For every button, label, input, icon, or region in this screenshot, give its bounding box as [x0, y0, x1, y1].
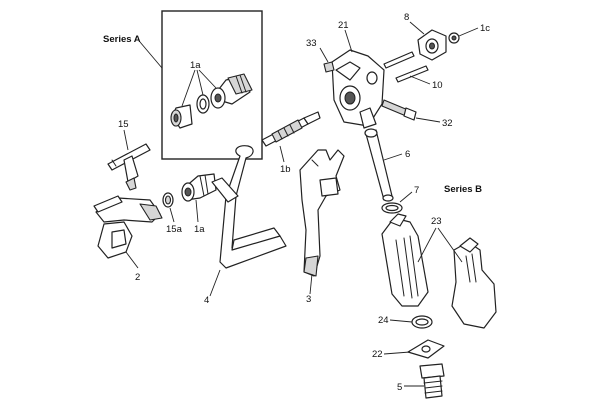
label-15: 15 — [118, 119, 129, 130]
label-6: 6 — [405, 149, 410, 160]
part-5-fitting — [404, 363, 445, 399]
part-23-handle-right — [451, 237, 497, 329]
part-15a-seal — [162, 192, 175, 223]
part-2-guard — [93, 195, 163, 269]
label-24: 24 — [378, 315, 389, 326]
part-33-screw — [319, 47, 335, 73]
label-1a: 1a — [194, 224, 205, 235]
part-22-gasket — [383, 339, 445, 359]
label-7: 7 — [414, 185, 419, 196]
part-10-pins — [383, 51, 431, 85]
inset-part-1a-oring — [196, 94, 210, 114]
part-1a-valve — [181, 173, 217, 223]
label-2: 2 — [135, 272, 140, 283]
part-1b-needle — [261, 111, 321, 163]
part-1c-nut — [448, 27, 479, 44]
label-1c: 1c — [480, 23, 490, 34]
label-1b: 1b — [280, 164, 291, 175]
label-32: 32 — [442, 118, 453, 129]
leader-23-left — [417, 227, 437, 263]
series-a-inset — [139, 10, 263, 160]
label-15a: 15a — [166, 224, 183, 235]
label-33: 33 — [306, 38, 317, 49]
series-a-leader — [139, 41, 163, 69]
leader-1a-top-left — [181, 69, 196, 107]
series-a-box — [161, 10, 263, 160]
label-8: 8 — [404, 12, 409, 23]
part-8-cap — [409, 21, 447, 61]
part-21-head — [331, 29, 385, 129]
series-b-label: Series B — [444, 184, 482, 195]
part-6-tube — [364, 128, 403, 202]
label-21: 21 — [338, 20, 349, 31]
part-32-screw — [381, 99, 441, 123]
leader-1a-top-mid — [196, 69, 204, 96]
part-3-trigger — [299, 149, 345, 295]
label-23: 23 — [431, 216, 442, 227]
inset-part-1a-seat — [210, 73, 253, 109]
part-23-handle-left — [381, 213, 429, 307]
part-24-oring — [389, 315, 433, 329]
label-1a-top: 1a — [190, 60, 201, 71]
leader-23-right — [437, 227, 463, 263]
leader-1a-top-right — [198, 69, 217, 89]
part-4-guard — [209, 145, 287, 297]
label-10: 10 — [432, 80, 443, 91]
part-15-tip — [107, 129, 151, 191]
inset-part-1a-valve — [170, 104, 193, 129]
series-a-label: Series A — [103, 34, 141, 45]
label-3: 3 — [306, 294, 311, 305]
label-22: 22 — [372, 349, 383, 360]
label-5: 5 — [397, 382, 402, 393]
part-7-oring — [381, 191, 413, 214]
label-4: 4 — [204, 295, 209, 306]
